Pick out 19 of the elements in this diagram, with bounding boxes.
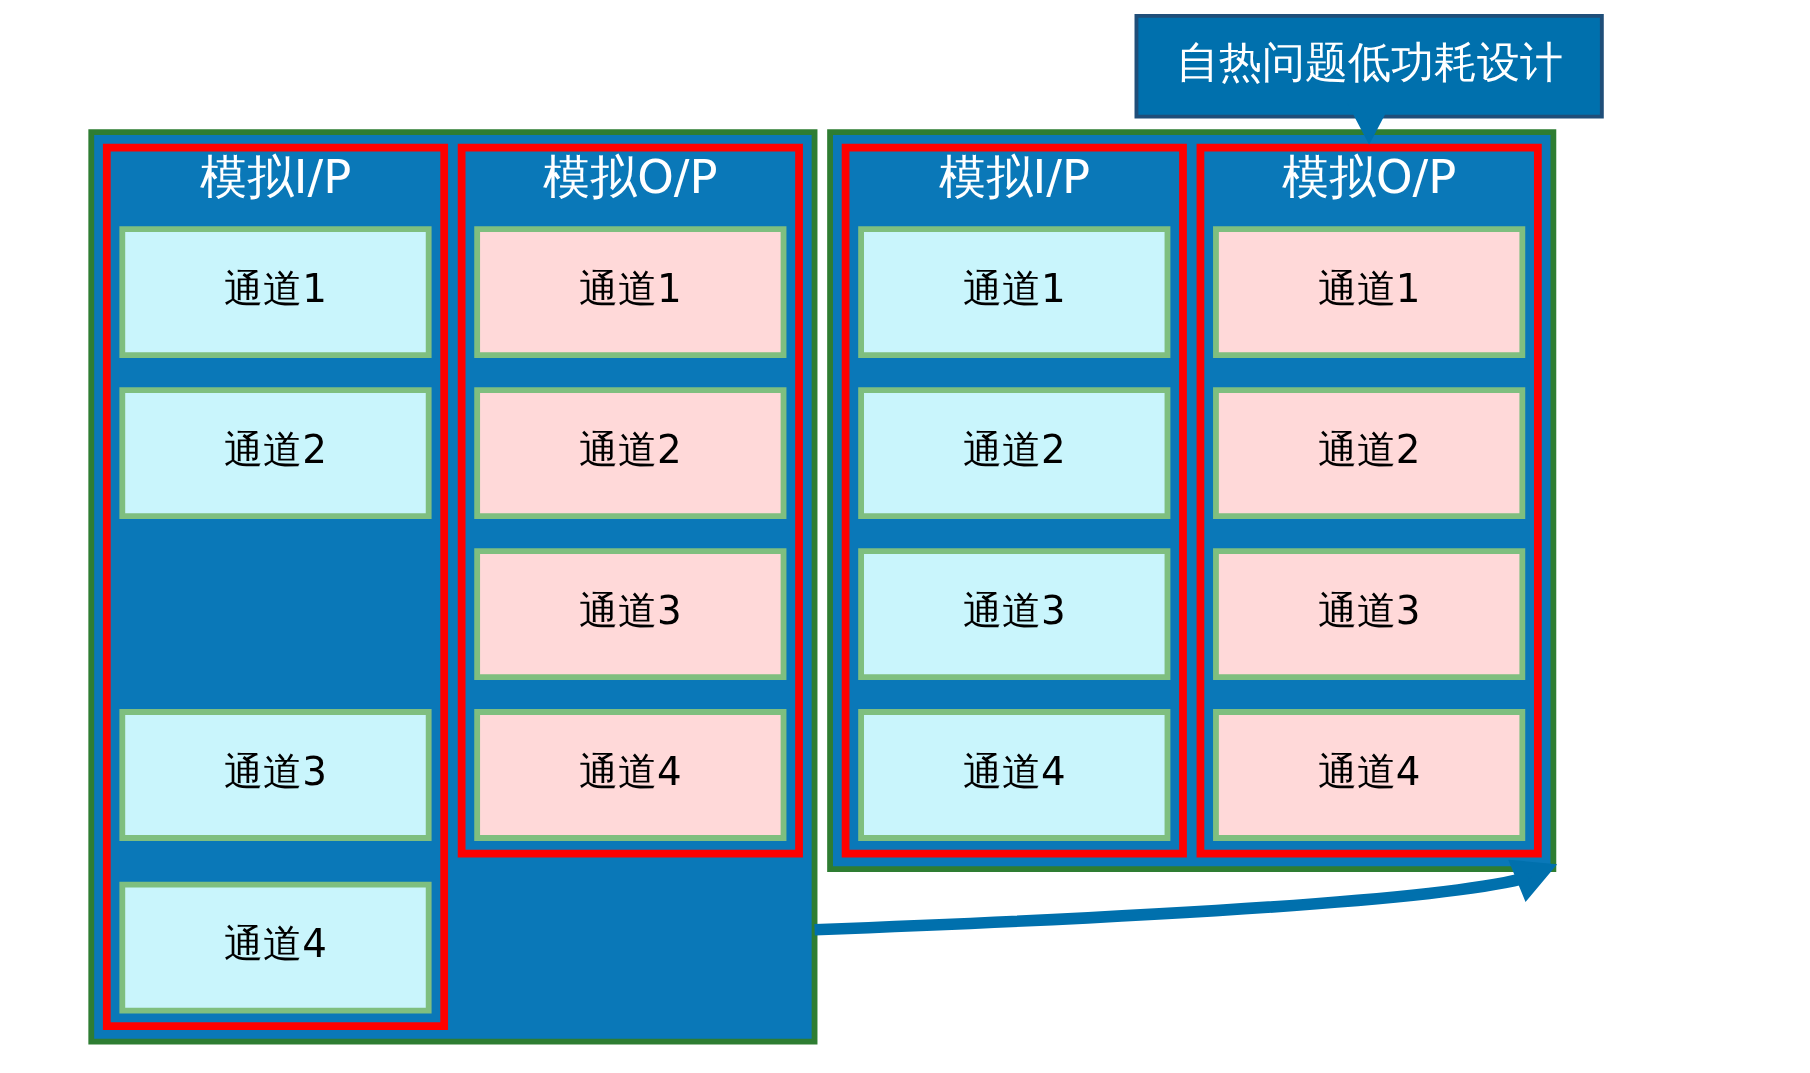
cluster	[88, 129, 818, 1045]
node-box: 通道2	[474, 387, 787, 520]
node-box: 通道1	[858, 226, 1171, 359]
node-box: 通道4	[1213, 709, 1526, 841]
node-box: 通道3	[858, 548, 1171, 680]
node-box: 通道4	[119, 881, 432, 1014]
node-box: 通道3	[474, 548, 787, 680]
node-box: 通道2	[1213, 387, 1526, 520]
node-box: 通道4	[858, 709, 1171, 841]
node-box: 通道4	[474, 709, 787, 841]
node-box: 通道3	[1213, 548, 1526, 680]
node-box: 通道1	[474, 226, 787, 359]
node-box: 通道3	[119, 709, 432, 841]
node-box: 通道2	[119, 387, 432, 520]
node-box: 通道2	[858, 387, 1171, 520]
node-box: 通道1	[119, 226, 432, 359]
cluster	[827, 129, 1557, 872]
node-box: 通道1	[1213, 226, 1526, 359]
arrow	[814, 859, 1558, 936]
